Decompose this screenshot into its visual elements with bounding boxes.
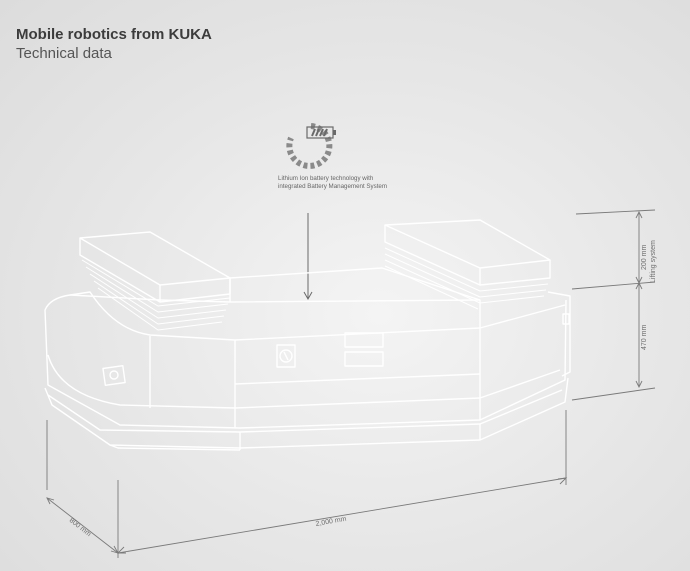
- battery-note-line2: integrated Battery Management System: [278, 183, 387, 190]
- page-subtitle: Technical data: [16, 45, 112, 62]
- robot-body: [44, 219, 571, 451]
- battery-note-line1: Lithium Ion battery technology with: [278, 175, 374, 182]
- battery-pointer-arrow: [303, 213, 313, 301]
- header: Mobile robotics from KUKA Technical data: [16, 26, 212, 63]
- dim-lifting-height: 200 mm: [641, 245, 648, 270]
- page-title: Mobile robotics from KUKA: [16, 26, 212, 43]
- dim-width: 800 mm: [68, 517, 92, 538]
- battery-icon: [286, 123, 336, 169]
- dimension-lines: [46, 209, 656, 558]
- dim-lifting-label: Lifting system: [650, 240, 657, 283]
- dim-length: 2,000 mm: [315, 516, 347, 528]
- dim-body-height: 470 mm: [641, 325, 648, 350]
